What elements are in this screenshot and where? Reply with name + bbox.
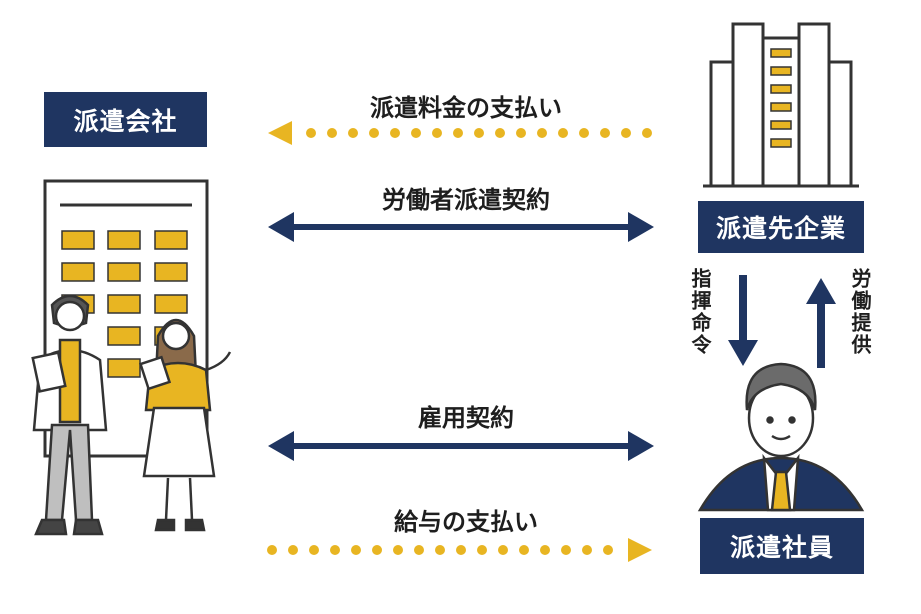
woman-presenting-icon xyxy=(138,318,232,532)
dispatch-contract-caption: 労働者派遣契約 xyxy=(382,186,550,214)
client-company-building-icon xyxy=(703,22,859,188)
salary-payment-arrow xyxy=(267,538,652,562)
fee-payment-arrow xyxy=(268,121,652,145)
fee-payment-caption: 派遣料金の支払い xyxy=(370,94,562,122)
employment-contract-arrow xyxy=(268,431,654,461)
employment-contract-caption: 雇用契約 xyxy=(418,404,514,432)
dispatched-employee-label: 派遣社員 xyxy=(700,518,864,574)
instructions-caption: 指揮命令 xyxy=(688,268,712,356)
client-company-label: 派遣先企業 xyxy=(698,201,864,253)
salary-payment-caption: 給与の支払い xyxy=(394,508,538,536)
labor-provision-arrow xyxy=(806,278,836,368)
instructions-arrow xyxy=(728,275,758,366)
dispatch-contract-arrow xyxy=(268,212,654,242)
man-clipboard-icon xyxy=(31,294,108,536)
employee-portrait-icon xyxy=(697,362,865,512)
labor-provision-caption: 労働提供 xyxy=(848,268,872,356)
dispatch-company-label: 派遣会社 xyxy=(44,92,207,147)
